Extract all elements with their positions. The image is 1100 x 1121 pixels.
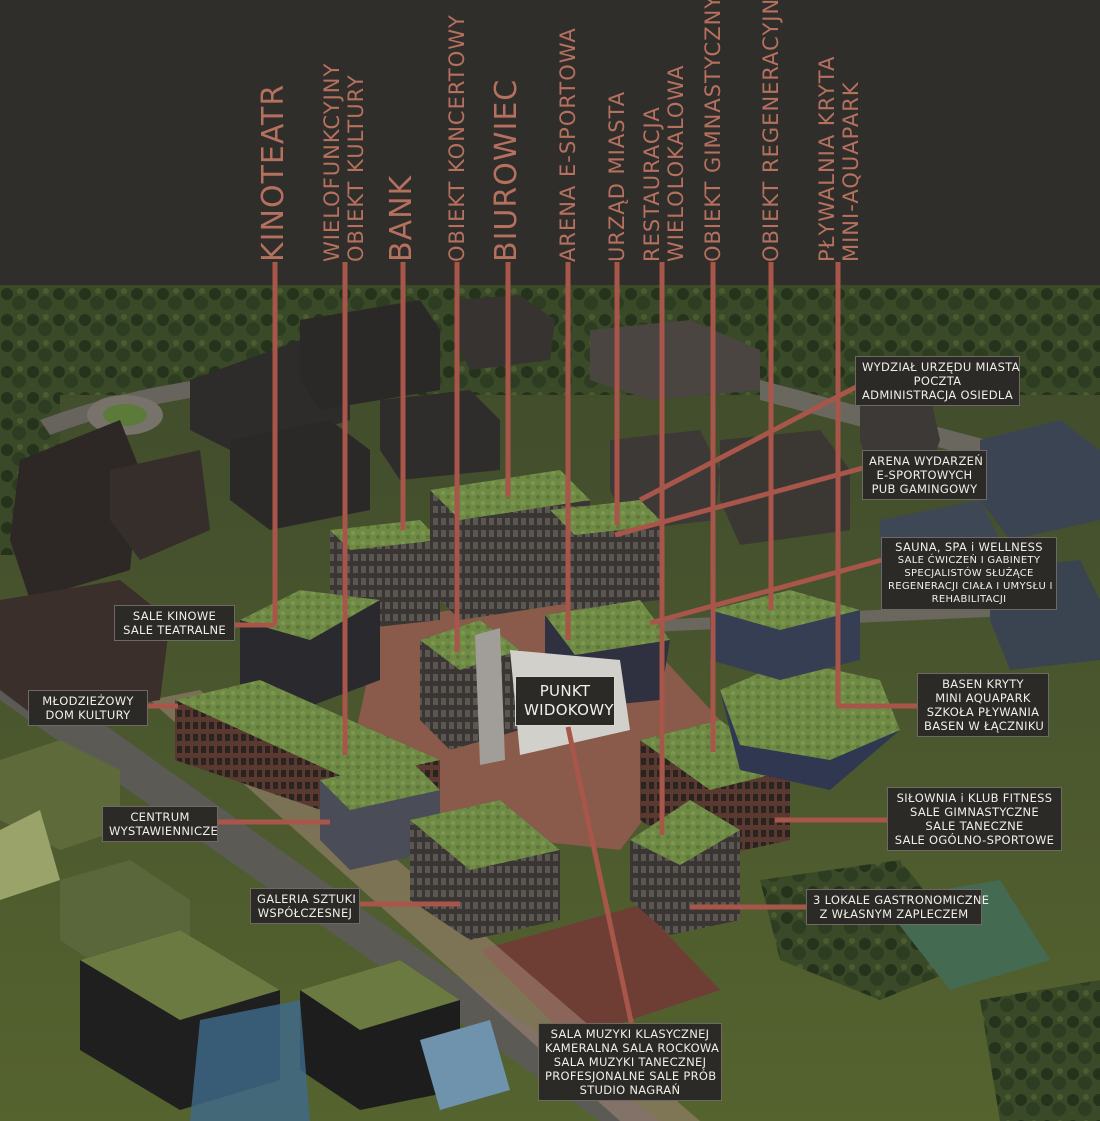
callout-wydzial-urzedu: WYDZIAŁ URZĘDU MIASTA POCZTA ADMINISTRAC… bbox=[855, 356, 1020, 406]
callout-silownia: SIŁOWNIA i KLUB FITNESS SALE GIMNASTYCZN… bbox=[887, 787, 1062, 851]
callout-sale-kinowe: SALE KINOWE SALE TEATRALNE bbox=[114, 605, 235, 641]
residential-buildings bbox=[0, 295, 1100, 720]
callout-arena-wydarzen: ARENA WYDARZEŃ E-SPORTOWYCH PUB GAMINGOW… bbox=[862, 450, 987, 500]
callout-punkt-widokowy: PUNKT WIDOKOWY bbox=[515, 676, 615, 726]
vertical-label-plywalnia: PŁYWALNIA KRYTA MINI-AQUAPARK bbox=[815, 55, 864, 262]
callout-lokale-gastronomiczne: 3 LOKALE GASTRONOMICZNE Z WŁASNYM ZAPLEC… bbox=[806, 889, 989, 925]
vertical-label-wielofunkcyjny: WIELOFUNKCYJNY OBIEKT KULTURY bbox=[320, 62, 369, 262]
vertical-label-gimnastyczny: OBIEKT GIMNASTYCZNY bbox=[701, 0, 725, 262]
vertical-label-koncertowy: OBIEKT KONCERTOWY bbox=[445, 14, 469, 262]
vertical-label-regeneracyjny: OBIEKT REGENERACYJNY bbox=[759, 0, 783, 262]
callout-basen-kryty: BASEN KRYTY MINI AQUAPARK SZKOŁA PŁYWANI… bbox=[917, 673, 1049, 737]
callout-sauna-spa: SAUNA, SPA i WELLNESS SALE ĆWICZEŃ I GAB… bbox=[881, 537, 1057, 610]
callout-centrum-wystawiennicze: CENTRUM WYSTAWIENNICZE bbox=[102, 806, 218, 842]
callout-galeria-sztuki: GALERIA SZTUKI WSPÓŁCZESNEJ bbox=[250, 888, 360, 924]
vertical-label-urzad: URZĄD MIASTA bbox=[605, 90, 629, 262]
vertical-label-bank: BANK bbox=[384, 174, 419, 262]
callout-mlodziezowy-dom-kultury: MŁODZIEŻOWY DOM KULTURY bbox=[28, 690, 148, 726]
vertical-label-kinoteatr: KINOTEATR bbox=[256, 83, 291, 262]
civic-buildings bbox=[175, 470, 900, 940]
leader-lines bbox=[148, 262, 918, 1041]
vertical-label-esport: ARENA E-SPORTOWA bbox=[556, 27, 580, 262]
vertical-label-restauracja: RESTAURACJA WIELOLOKALOWA bbox=[640, 64, 689, 262]
callout-sala-muzyki: SALA MUZYKI KLASYCZNEJ KAMERALNA SALA RO… bbox=[538, 1023, 722, 1101]
vertical-label-biurowiec: BIUROWIEC bbox=[489, 78, 524, 262]
